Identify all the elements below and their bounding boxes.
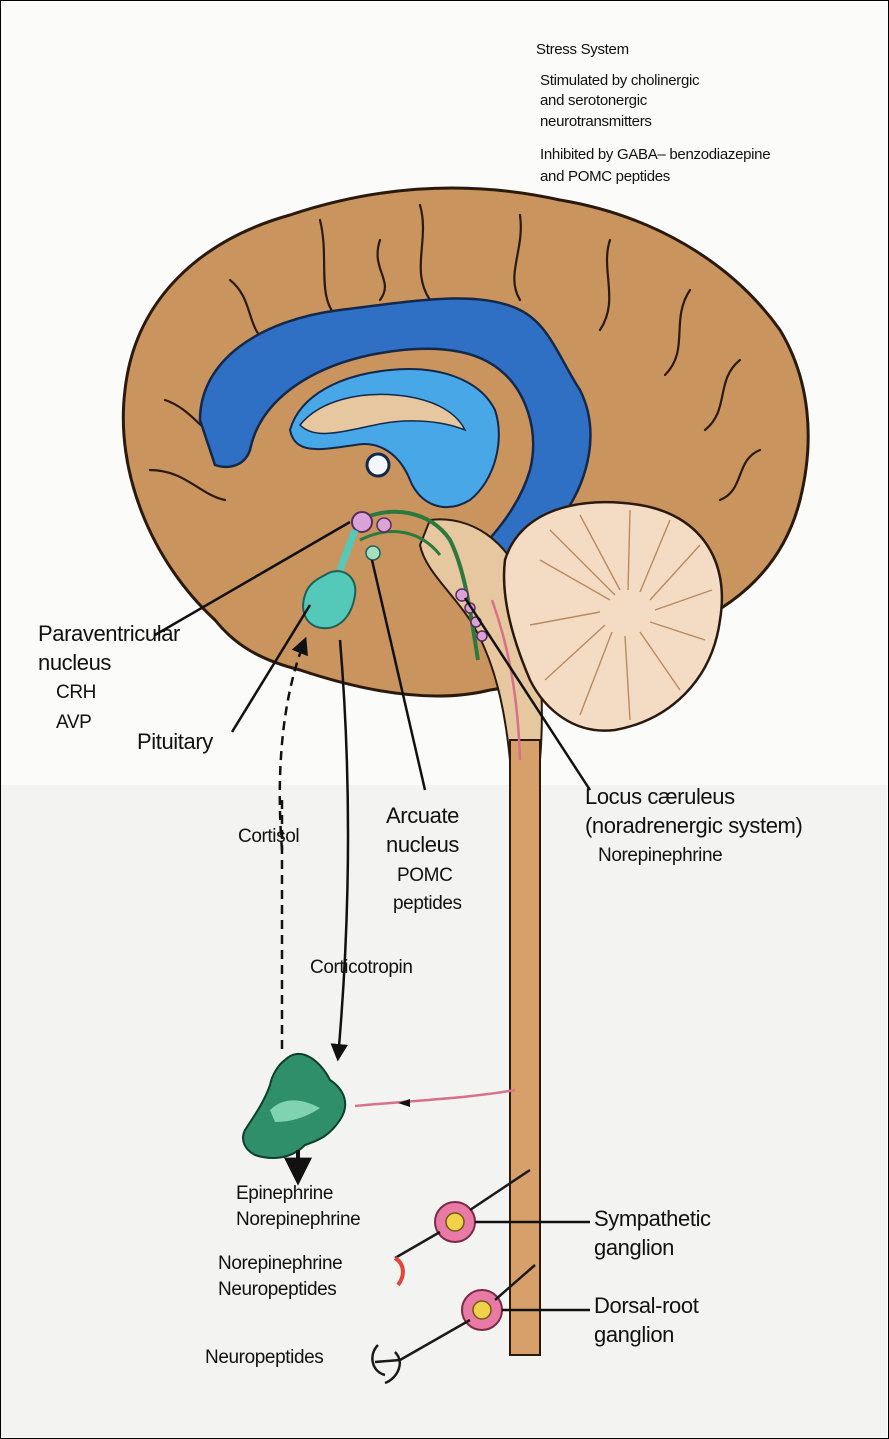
label-symp-norepinephrine: Norepinephrine [218, 1254, 342, 1274]
stress-system-title: Stress System [536, 42, 629, 58]
label-noradrenergic: (noradrenergic system) [585, 814, 802, 837]
spinal-cord [510, 740, 540, 1355]
label-paraventricular: Paraventricular [38, 622, 180, 645]
arcuate-nucleus [366, 546, 380, 560]
label-sympathetic: Sympathetic [594, 1207, 711, 1230]
label-avp: AVP [56, 713, 91, 733]
label-pomc: POMC [397, 866, 452, 886]
label-dorsal-ganglion: ganglion [594, 1323, 674, 1346]
arrow-corticotropin [338, 640, 348, 1058]
label-arcuate-nucleus: nucleus [386, 833, 459, 856]
label-nucleus: nucleus [38, 651, 111, 674]
sympathetic-nerve-pink [355, 1090, 515, 1106]
paraventricular-nucleus [352, 512, 372, 532]
stimulated-line3: neurotransmitters [540, 114, 652, 130]
stimulated-line2: and serotonergic [540, 93, 647, 109]
inhibited-line1: Inhibited by GABA– benzodiazepine [540, 147, 770, 163]
red-ending [395, 1258, 403, 1285]
label-pituitary: Pituitary [137, 730, 213, 753]
label-locus-norepinephrine: Norepinephrine [598, 846, 722, 866]
label-corticotropin: Corticotropin [310, 958, 413, 978]
label-adrenal-norepinephrine: Norepinephrine [236, 1210, 360, 1230]
label-peptides: peptides [393, 894, 462, 914]
label-locus-caeruleus: Locus cæruleus [585, 785, 735, 808]
label-arcuate: Arcuate [386, 804, 459, 827]
label-dorsal-root: Dorsal-root [594, 1294, 698, 1317]
label-sympathetic-ganglion: ganglion [594, 1236, 674, 1259]
label-neuropeptides: Neuropeptides [205, 1348, 323, 1368]
stimulated-line1: Stimulated by cholinergic [540, 73, 699, 89]
label-symp-neuropeptides: Neuropeptides [218, 1280, 336, 1300]
label-epinephrine: Epinephrine [236, 1184, 333, 1204]
inhibited-line2: and POMC peptides [540, 169, 670, 185]
label-cortisol: Cortisol [238, 827, 299, 847]
label-crh: CRH [56, 683, 96, 703]
white-dot [367, 454, 389, 476]
